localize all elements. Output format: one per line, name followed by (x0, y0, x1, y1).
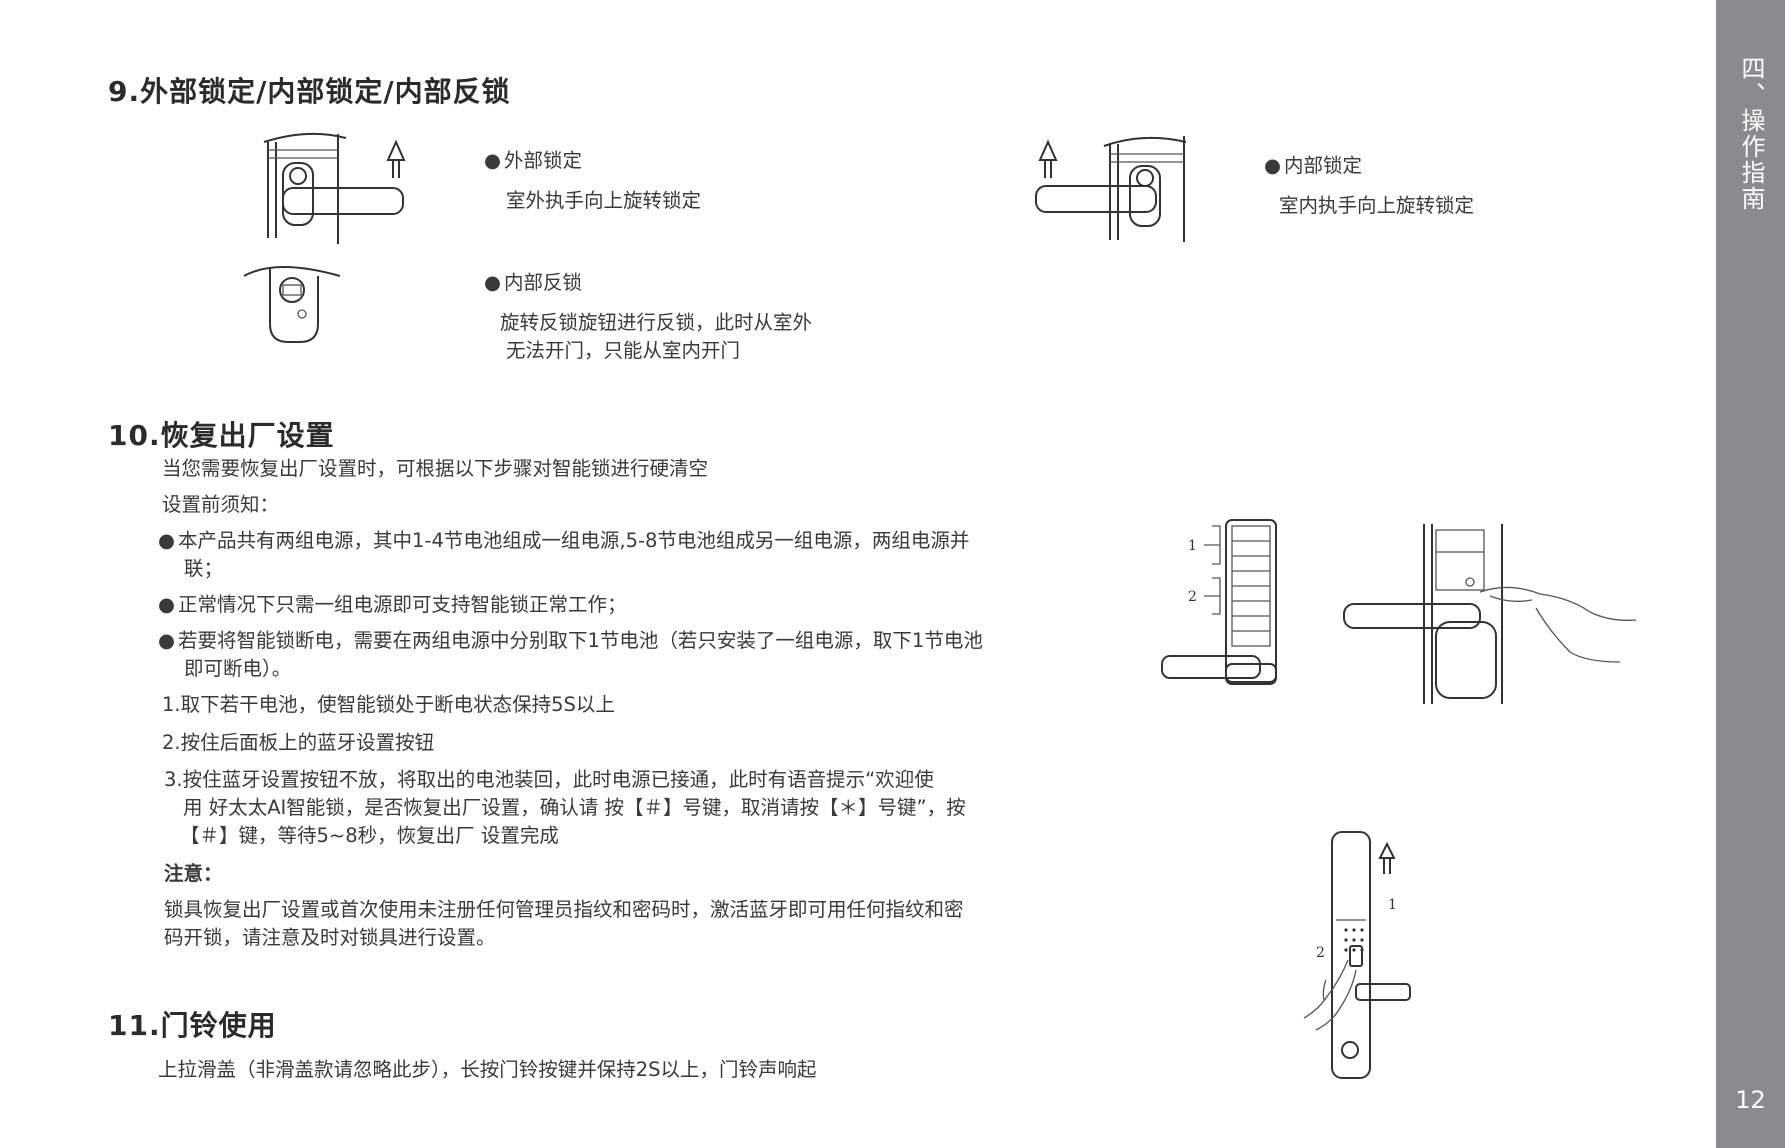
battery-pack-illustration: 1 2 (1161, 519, 1277, 685)
section-9-title: 9.外部锁定/内部锁定/内部反锁 (108, 75, 511, 108)
outer-lock-illustration (263, 132, 406, 244)
section-10-title: 10.恢复出厂设置 (108, 419, 335, 452)
reset-step-3: 3.按住蓝牙设置按钮不放，将取出的电池装回，此时电源已接通，此时有语音提示“欢迎… (164, 768, 934, 791)
chapter-sidebar: 四、操作指南 12 (1716, 0, 1785, 1148)
doorbell-step-1-label: 1 (1388, 897, 1397, 913)
inner-lock-heading: 内部锁定 (1264, 151, 1362, 180)
outer-lock-text: 室外执手向上旋转锁定 (506, 189, 702, 212)
reset-step-3-cont-1: 用 好太太AI智能锁，是否恢复出厂设置，确认请 按【＃】号键，取消请按【＊】号键… (183, 796, 966, 819)
reset-bullet-2: 正常情况下只需一组电源即可支持智能锁正常工作； (158, 590, 627, 619)
deadlock-heading: 内部反锁 (484, 268, 582, 297)
outer-lock-heading: 外部锁定 (484, 146, 582, 175)
doorbell-step-2-label: 2 (1316, 945, 1325, 961)
deadlock-text-2: 无法开门，只能从室内开门 (506, 339, 741, 362)
section-11-title: 11.门铃使用 (108, 1009, 277, 1042)
doorbell-text: 上拉滑盖（非滑盖款请忽略此步），长按门铃按键并保持2S以上，门铃声响起 (158, 1058, 817, 1081)
battery-group-2-label: 2 (1188, 589, 1197, 605)
chapter-title: 四、操作指南 (1737, 56, 1765, 212)
doorbell-illustration: 1 2 (1303, 831, 1411, 1079)
reset-bullet-1-cont: 联； (184, 557, 224, 580)
note-text-1: 锁具恢复出厂设置或首次使用未注册任何管理员指纹和密码时，激活蓝牙即可用任何指纹和… (164, 898, 964, 921)
battery-group-1-label: 1 (1188, 538, 1197, 554)
reset-step-1: 1.取下若干电池，使智能锁处于断电状态保持5S以上 (162, 693, 615, 716)
page-number: 12 (1735, 1086, 1766, 1114)
reset-intro: 当您需要恢复出厂设置时，可根据以下步骤对智能锁进行硬清空 (162, 457, 709, 480)
note-text-2: 码开锁，请注意及时对锁具进行设置。 (164, 926, 496, 949)
reset-bullet-3-cont: 即可断电）。 (184, 657, 292, 680)
inner-lock-text: 室内执手向上旋转锁定 (1279, 194, 1475, 217)
reset-bullet-1: 本产品共有两组电源，其中1-4节电池组成一组电源,5-8节电池组成另一组电源，两… (158, 526, 969, 555)
note-label: 注意： (164, 862, 223, 885)
reset-bullet-3: 若要将智能锁断电，需要在两组电源中分别取下1节电池（若只安装了一组电源，取下1节… (158, 626, 983, 655)
reset-step-2: 2.按住后面板上的蓝牙设置按钮 (162, 731, 435, 754)
reset-step-3-cont-2: 【＃】键，等待5~8秒，恢复出厂 设置完成 (180, 824, 559, 847)
rear-panel-bluetooth-illustration (1343, 524, 1637, 704)
deadlock-text-1: 旋转反锁旋钮进行反锁，此时从室外 (500, 311, 813, 334)
deadlock-knob-illustration (243, 266, 341, 343)
reset-notice-label: 设置前须知： (162, 493, 280, 516)
inner-lock-illustration (1035, 136, 1187, 242)
